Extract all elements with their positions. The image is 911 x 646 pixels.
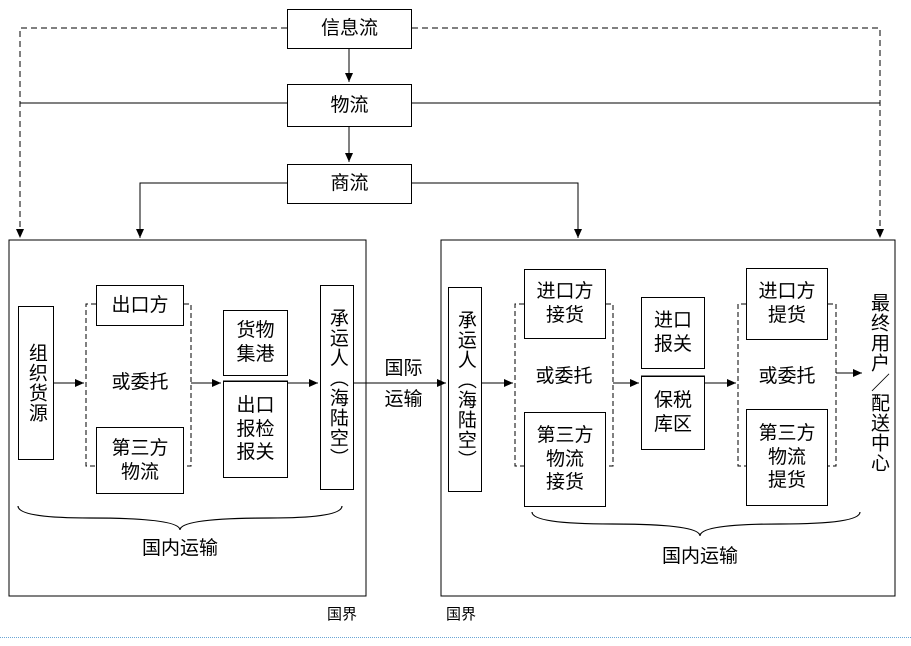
commerce-right-line: [412, 182, 582, 238]
international-transport-label: 国际 运输: [384, 357, 423, 411]
commerce-left-line: [136, 182, 287, 238]
export-inspection-label: 出口 报检 报关: [236, 393, 275, 464]
import-customs-box: 进口 报关: [641, 297, 705, 369]
right-brace: [531, 511, 861, 537]
left-dashed-bracket-1: [85, 303, 96, 467]
logistics-flow-box: 物流: [287, 84, 412, 127]
third-party-logistics-label: 第三方 物流: [111, 436, 169, 483]
left-dashed-bracket-2: [184, 303, 192, 467]
exporter-box: 出口方: [96, 285, 184, 326]
bonded-area-label: 保税 库区: [653, 389, 692, 435]
importer-pickup-box: 进口方 提货: [746, 268, 828, 340]
cargo-port-label: 货物 集港: [236, 319, 275, 365]
domestic-panel-import: [440, 239, 896, 597]
or-commission-right-2: 或委托: [758, 365, 816, 387]
import-customs-label: 进口 报关: [653, 309, 692, 355]
info-flow-left-line: [16, 27, 287, 238]
right-dashed-bracket-2: [606, 303, 614, 467]
border-label-left: 国界: [326, 605, 357, 623]
importer-receive-label: 进口方 接货: [536, 280, 594, 326]
organize-source-label: 组织货源: [25, 343, 48, 423]
carrier-right-box: 承运人（海陆空）: [448, 287, 482, 492]
exporter-label: 出口方: [111, 293, 169, 316]
third-party-logistics-box: 第三方 物流: [96, 427, 184, 494]
right-dashed-bracket-3: [737, 303, 746, 467]
commerce-flow-label: 商流: [330, 172, 369, 195]
importer-receive-box: 进口方 接货: [524, 269, 606, 339]
bonded-area-box: 保税 库区: [641, 376, 705, 450]
third-party-receive-label: 第三方 物流 接货: [536, 423, 594, 494]
third-party-pickup-label: 第三方 物流 提货: [758, 421, 816, 492]
cargo-port-box: 货物 集港: [223, 310, 288, 376]
domestic-transport-right: 国内运输: [661, 545, 738, 567]
carrier-left-box: 承运人（海陆空）: [320, 285, 354, 490]
border-label-right: 国界: [445, 605, 476, 623]
or-commission-left: 或委托: [111, 371, 169, 393]
importer-pickup-label: 进口方 提货: [758, 280, 816, 326]
info-flow-right-line: [412, 27, 884, 238]
carrier-left-label: 承运人（海陆空）: [326, 307, 349, 468]
info-flow-box: 信息流: [287, 9, 412, 49]
domestic-transport-left: 国内运输: [141, 537, 218, 559]
right-dashed-bracket-4: [828, 303, 837, 467]
organize-source-box: 组织货源: [18, 306, 54, 460]
or-commission-right-1: 或委托: [535, 365, 593, 387]
bottom-separator: [0, 637, 911, 638]
right-dashed-bracket-1: [514, 303, 524, 467]
left-brace: [17, 505, 343, 531]
commerce-flow-box: 商流: [287, 164, 412, 204]
end-user-label: 最终用户／配送中心: [868, 293, 890, 473]
export-inspection-box: 出口 报检 报关: [223, 381, 288, 478]
info-flow-label: 信息流: [320, 17, 378, 40]
domestic-panel-export: [8, 239, 367, 597]
logistics-flow-label: 物流: [330, 93, 369, 116]
third-party-pickup-box: 第三方 物流 提货: [746, 409, 828, 506]
third-party-receive-box: 第三方 物流 接货: [524, 412, 606, 507]
carrier-right-label: 承运人（海陆空）: [454, 309, 477, 470]
